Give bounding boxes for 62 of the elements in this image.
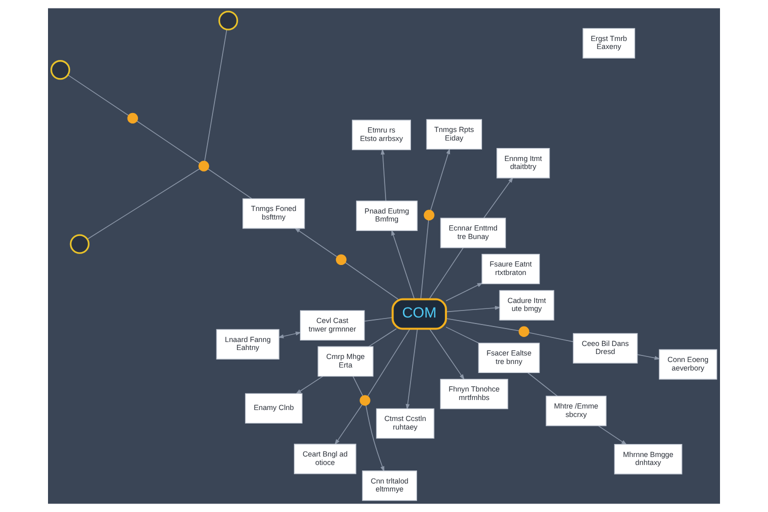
node-circle xyxy=(424,210,434,220)
arrow xyxy=(406,328,418,410)
connector xyxy=(67,74,129,116)
node-box: Ecnnar Enttmd tre Bunay xyxy=(440,218,506,248)
node-box: Ergst Tmrb Eaxeny xyxy=(582,28,636,58)
arrow xyxy=(278,332,302,338)
connector xyxy=(527,372,558,397)
connector xyxy=(204,29,228,162)
node-circle xyxy=(336,254,347,265)
connector xyxy=(446,318,520,332)
node-box: Tnmgs Rpts Eiday xyxy=(426,119,482,150)
node-box: Fsacer Ealtse tre bnny xyxy=(478,342,540,374)
node-box: Mhtre /Emme sbcrxy xyxy=(546,396,606,426)
node-box: Cadure Itmt ute bmgy xyxy=(499,290,554,320)
connector xyxy=(364,317,393,322)
connector xyxy=(528,332,574,342)
node-box: Ennmg Itmt dtaitbtry xyxy=(496,148,550,178)
node-box: Cevl Cast tnwer grmnner xyxy=(300,310,365,341)
node-box: Enamy Clnb xyxy=(245,393,302,424)
node-circle xyxy=(70,234,90,254)
connector xyxy=(344,262,398,300)
node-box: Fhnyn Tbnohce mrtfmhbs xyxy=(440,378,508,410)
connector xyxy=(87,168,200,240)
connector xyxy=(367,328,410,396)
connector xyxy=(208,168,252,199)
node-circle xyxy=(360,395,370,406)
connector xyxy=(446,326,480,344)
node-box: Ceeo Bil Dans Dresd xyxy=(572,333,638,364)
node-box: Mhrnne Bmgge dnhtaxy xyxy=(614,444,682,474)
node-box: Cmrp Mhge Erta xyxy=(318,346,374,377)
node-box: Ceart Bngl ad otioce xyxy=(294,444,356,474)
node-box: Fsaure Eatnt rtxtbraton xyxy=(482,254,540,284)
arrow xyxy=(446,306,501,312)
node-box: Cnn trltalod eltmmye xyxy=(362,470,418,501)
arrow xyxy=(334,404,363,446)
connector xyxy=(420,220,430,300)
node-box: COM xyxy=(392,298,447,330)
node-circle xyxy=(218,10,238,30)
connector xyxy=(136,120,200,164)
arrow xyxy=(430,148,450,211)
node-box: Conn Eoeng aeverbory xyxy=(658,349,718,380)
arrow xyxy=(366,405,384,472)
arrow xyxy=(598,426,628,446)
node-circle xyxy=(127,112,138,124)
arrow xyxy=(391,230,415,300)
connector xyxy=(428,247,464,300)
node-box: Pnaad Eutmg Bmfmg xyxy=(356,200,418,231)
connector xyxy=(352,376,364,396)
node-box: Ctmst Ccstln ruhtaey xyxy=(376,408,434,439)
connector xyxy=(368,328,397,347)
node-box: Etmru rs Etsto arrbsxy xyxy=(352,120,411,150)
arrow xyxy=(636,354,660,360)
node-circle xyxy=(50,60,70,80)
arrow xyxy=(429,328,465,380)
node-circle xyxy=(198,160,210,172)
arrow xyxy=(380,148,386,202)
arrow xyxy=(294,228,338,258)
node-box: Tnmgs Foned bsfttmy xyxy=(242,198,305,229)
node-circle xyxy=(518,326,530,337)
arrow xyxy=(483,176,514,219)
arrow xyxy=(446,282,484,302)
node-box: Lnaard Fanng Eahtny xyxy=(216,329,280,360)
